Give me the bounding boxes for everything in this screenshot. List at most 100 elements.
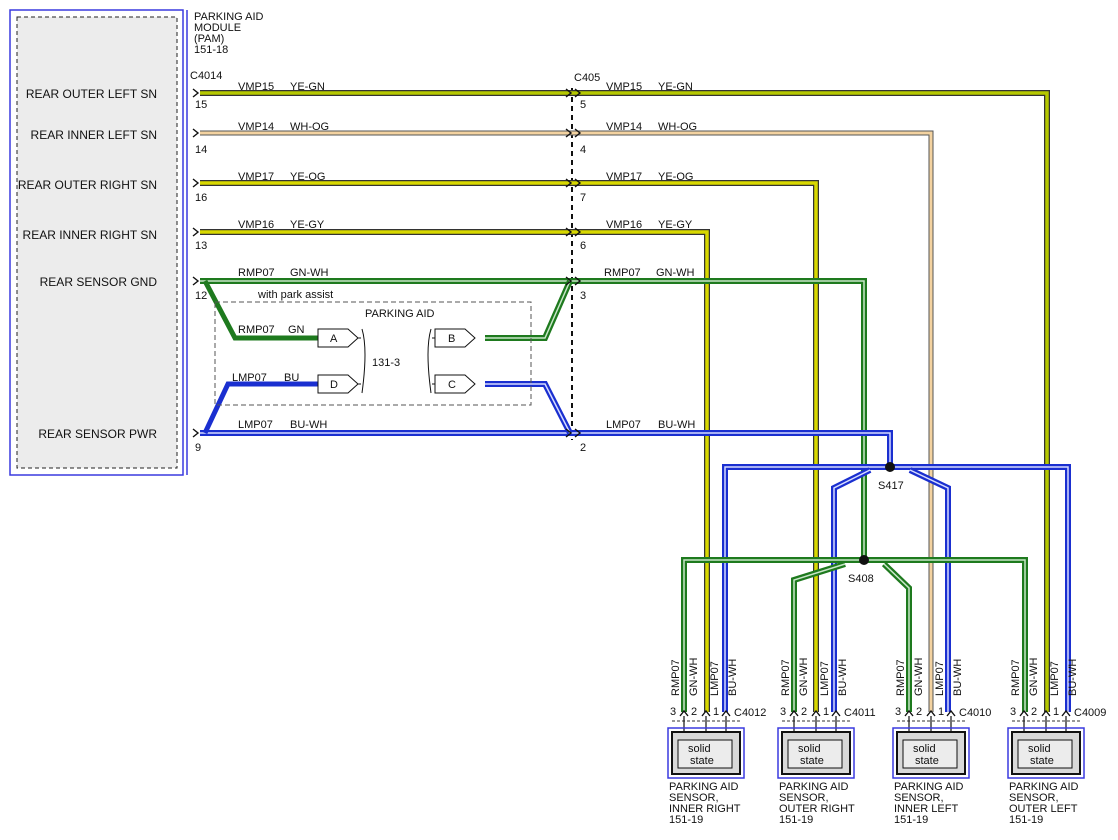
sensor-device-line1: solid: [913, 743, 936, 755]
arrow-c405-5b: [574, 88, 582, 98]
sensor-pin-arrow: [811, 709, 821, 717]
label-vmp14-left: VMP14: [238, 121, 274, 133]
sensor-wire-label: GN-WH: [688, 657, 700, 696]
wire-vmp14: [200, 130, 934, 712]
arrow-c4014-9: [192, 428, 200, 438]
wires: [200, 90, 1071, 712]
pin-label-outer-left: REAR OUTER LEFT SN: [26, 87, 157, 101]
jumper-bu: [202, 381, 573, 435]
sensor-device-line1: solid: [1028, 743, 1051, 755]
sensor-connector-label: C4009: [1074, 707, 1106, 719]
pin-num-15: 15: [195, 99, 207, 111]
pin-label-sensor-pwr: REAR SENSOR PWR: [38, 427, 157, 441]
sensor-pin-arrow: [701, 709, 711, 717]
label-vmp17-left: VMP17: [238, 171, 274, 183]
park-assist-title: PARKING AID: [365, 308, 435, 320]
arrow-c405-6b: [574, 227, 582, 237]
sensor-name-line: PARKING AID: [779, 781, 849, 793]
terminal-c: C: [434, 374, 476, 394]
sensor-name-line: 151-19: [1009, 814, 1043, 826]
pin-label-inner-left: REAR INNER LEFT SN: [31, 128, 157, 142]
label-vmp15-right: VMP15: [606, 81, 642, 93]
sensor-device-line1: solid: [798, 743, 821, 755]
sensor-pin-number: 3: [895, 706, 901, 718]
terminal-d-label: D: [330, 379, 338, 391]
sensor-pin-number: 1: [1053, 706, 1059, 718]
park-assist-bu: BU: [284, 372, 299, 384]
sensor-name-line: PARKING AID: [894, 781, 964, 793]
sensor-pin-number: 2: [691, 706, 697, 718]
sensor-pin-arrow: [721, 709, 731, 717]
label-yegn-left: YE-GN: [290, 81, 325, 93]
sensor-name-line: 151-19: [779, 814, 813, 826]
sensor-outer-box: [1007, 727, 1085, 779]
park-assist-box: with park assist PARKING AID RMP07 GN LM…: [214, 287, 532, 406]
arrow-c405-4b: [574, 128, 582, 138]
sensor-name-line: SENSOR,: [669, 792, 719, 804]
parking-aid-module: PARKING AID MODULE (PAM) 151-18 C4014 RE…: [9, 9, 264, 476]
sensor-pin-arrow: [904, 709, 914, 717]
sensor-wire-label: LMP07: [709, 661, 721, 696]
pin-num-9: 9: [195, 442, 201, 454]
sensor-pin-number: 2: [1031, 706, 1037, 718]
sensor-solid-state-box: [902, 739, 958, 769]
sensor-pin-arrow: [1019, 709, 1029, 717]
terminal-d: D: [317, 374, 359, 394]
park-assist-lmp07: LMP07: [232, 372, 267, 384]
pin-num-14: 14: [195, 144, 207, 156]
label-vmp16-left: VMP16: [238, 219, 274, 231]
park-assist-part: 131-3: [372, 357, 400, 369]
wire-s417-branches: [722, 464, 1071, 712]
wire-lmp07: [200, 430, 893, 467]
sensor-name-line: INNER LEFT: [894, 803, 958, 815]
pin-num-12: 12: [195, 290, 207, 302]
label-gnwh-right: GN-WH: [656, 267, 695, 279]
arrow-c405-3b: [574, 276, 582, 286]
pin-num-13: 13: [195, 240, 207, 252]
label-yegy-left: YE-GY: [290, 219, 325, 231]
sensor-device-line2: state: [1030, 755, 1054, 767]
module-title-2: MODULE: [194, 22, 241, 34]
c405-pin-7: 7: [580, 192, 586, 204]
sensor-device-line1: solid: [688, 743, 711, 755]
sensor-wire-label: LMP07: [819, 661, 831, 696]
sensor-connector-label: C4011: [844, 707, 876, 719]
sensor-wire-label: GN-WH: [1028, 657, 1040, 696]
c405-pin-3: 3: [580, 290, 586, 302]
label-whog-right: WH-OG: [658, 121, 697, 133]
sensor-name-line: SENSOR,: [779, 792, 829, 804]
label-lmp07-left: LMP07: [238, 419, 273, 431]
sensor-pin-number: 1: [938, 706, 944, 718]
arrow-c405-7b: [574, 178, 582, 188]
arrow-c4014-15: [192, 88, 200, 98]
sensor-pin-arrow: [1041, 709, 1051, 717]
sensor-name-line: 151-19: [669, 814, 703, 826]
wire-vmp15: [200, 90, 1050, 712]
label-lmp07-right: LMP07: [606, 419, 641, 431]
arrow-c4014-13: [192, 227, 200, 237]
pin-label-outer-right: REAR OUTER RIGHT SN: [18, 178, 157, 192]
park-assist-rmp07: RMP07: [238, 324, 275, 336]
sensor-outer-box: [777, 727, 855, 779]
arrow-c405-7a: [565, 178, 573, 188]
c405-label: C405: [574, 72, 600, 84]
label-vmp16-right: VMP16: [606, 219, 642, 231]
sensor-name-line: INNER RIGHT: [669, 803, 741, 815]
sensor-wire-label: LMP07: [934, 661, 946, 696]
module-outer-border: [9, 9, 184, 476]
sensor-name-line: 151-19: [894, 814, 928, 826]
splice-s408-dot: [859, 555, 869, 565]
label-vmp17-right: VMP17: [606, 171, 642, 183]
splice-s417: S417: [878, 462, 904, 492]
label-buwh-left: BU-WH: [290, 419, 327, 431]
terminal-b-label: B: [448, 333, 455, 345]
arrow-c4014-14: [192, 128, 200, 138]
sensor-name-line: PARKING AID: [669, 781, 739, 793]
arrow-c4014-16: [192, 178, 200, 188]
sensor-wire-label: GN-WH: [913, 657, 925, 696]
terminal-a: A: [317, 328, 359, 348]
